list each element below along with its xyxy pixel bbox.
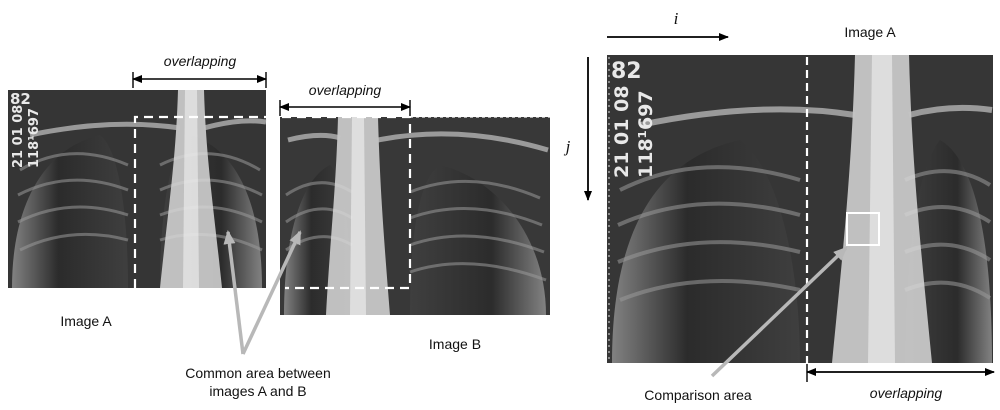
left-image-a: 82 21 01 08 118¹697: [8, 90, 266, 288]
film-number-mid: 21 01 08: [11, 105, 26, 168]
common-area-label-line2: images A and B: [209, 383, 306, 399]
overlap-label-b: overlapping: [309, 82, 382, 98]
overlap-dimension-right: [807, 364, 994, 382]
overlap-label-a: overlapping: [164, 53, 237, 69]
image-a-label-left: Image A: [60, 313, 112, 329]
common-area-label-line1: Common area between: [185, 365, 331, 381]
image-a-label-right: Image A: [844, 24, 896, 40]
axis-j-label: j: [564, 137, 571, 156]
axis-i-label: i: [674, 9, 679, 28]
left-image-b: [280, 117, 550, 315]
overlap-dimension-b: [280, 100, 410, 116]
overlap-dimension-a: [133, 72, 266, 88]
image-b-label: Image B: [429, 336, 481, 352]
film-number-low: 118¹697: [27, 108, 42, 168]
film-number-top-right: 82: [611, 59, 642, 84]
film-number-mid-right: 21 01 08: [611, 85, 633, 178]
comparison-area-label: Comparison area: [644, 387, 752, 403]
right-image-a: 82 21 01 08 118¹697: [607, 55, 993, 363]
overlap-label-right: overlapping: [870, 385, 943, 401]
film-number-low-right: 118¹697: [635, 90, 657, 178]
